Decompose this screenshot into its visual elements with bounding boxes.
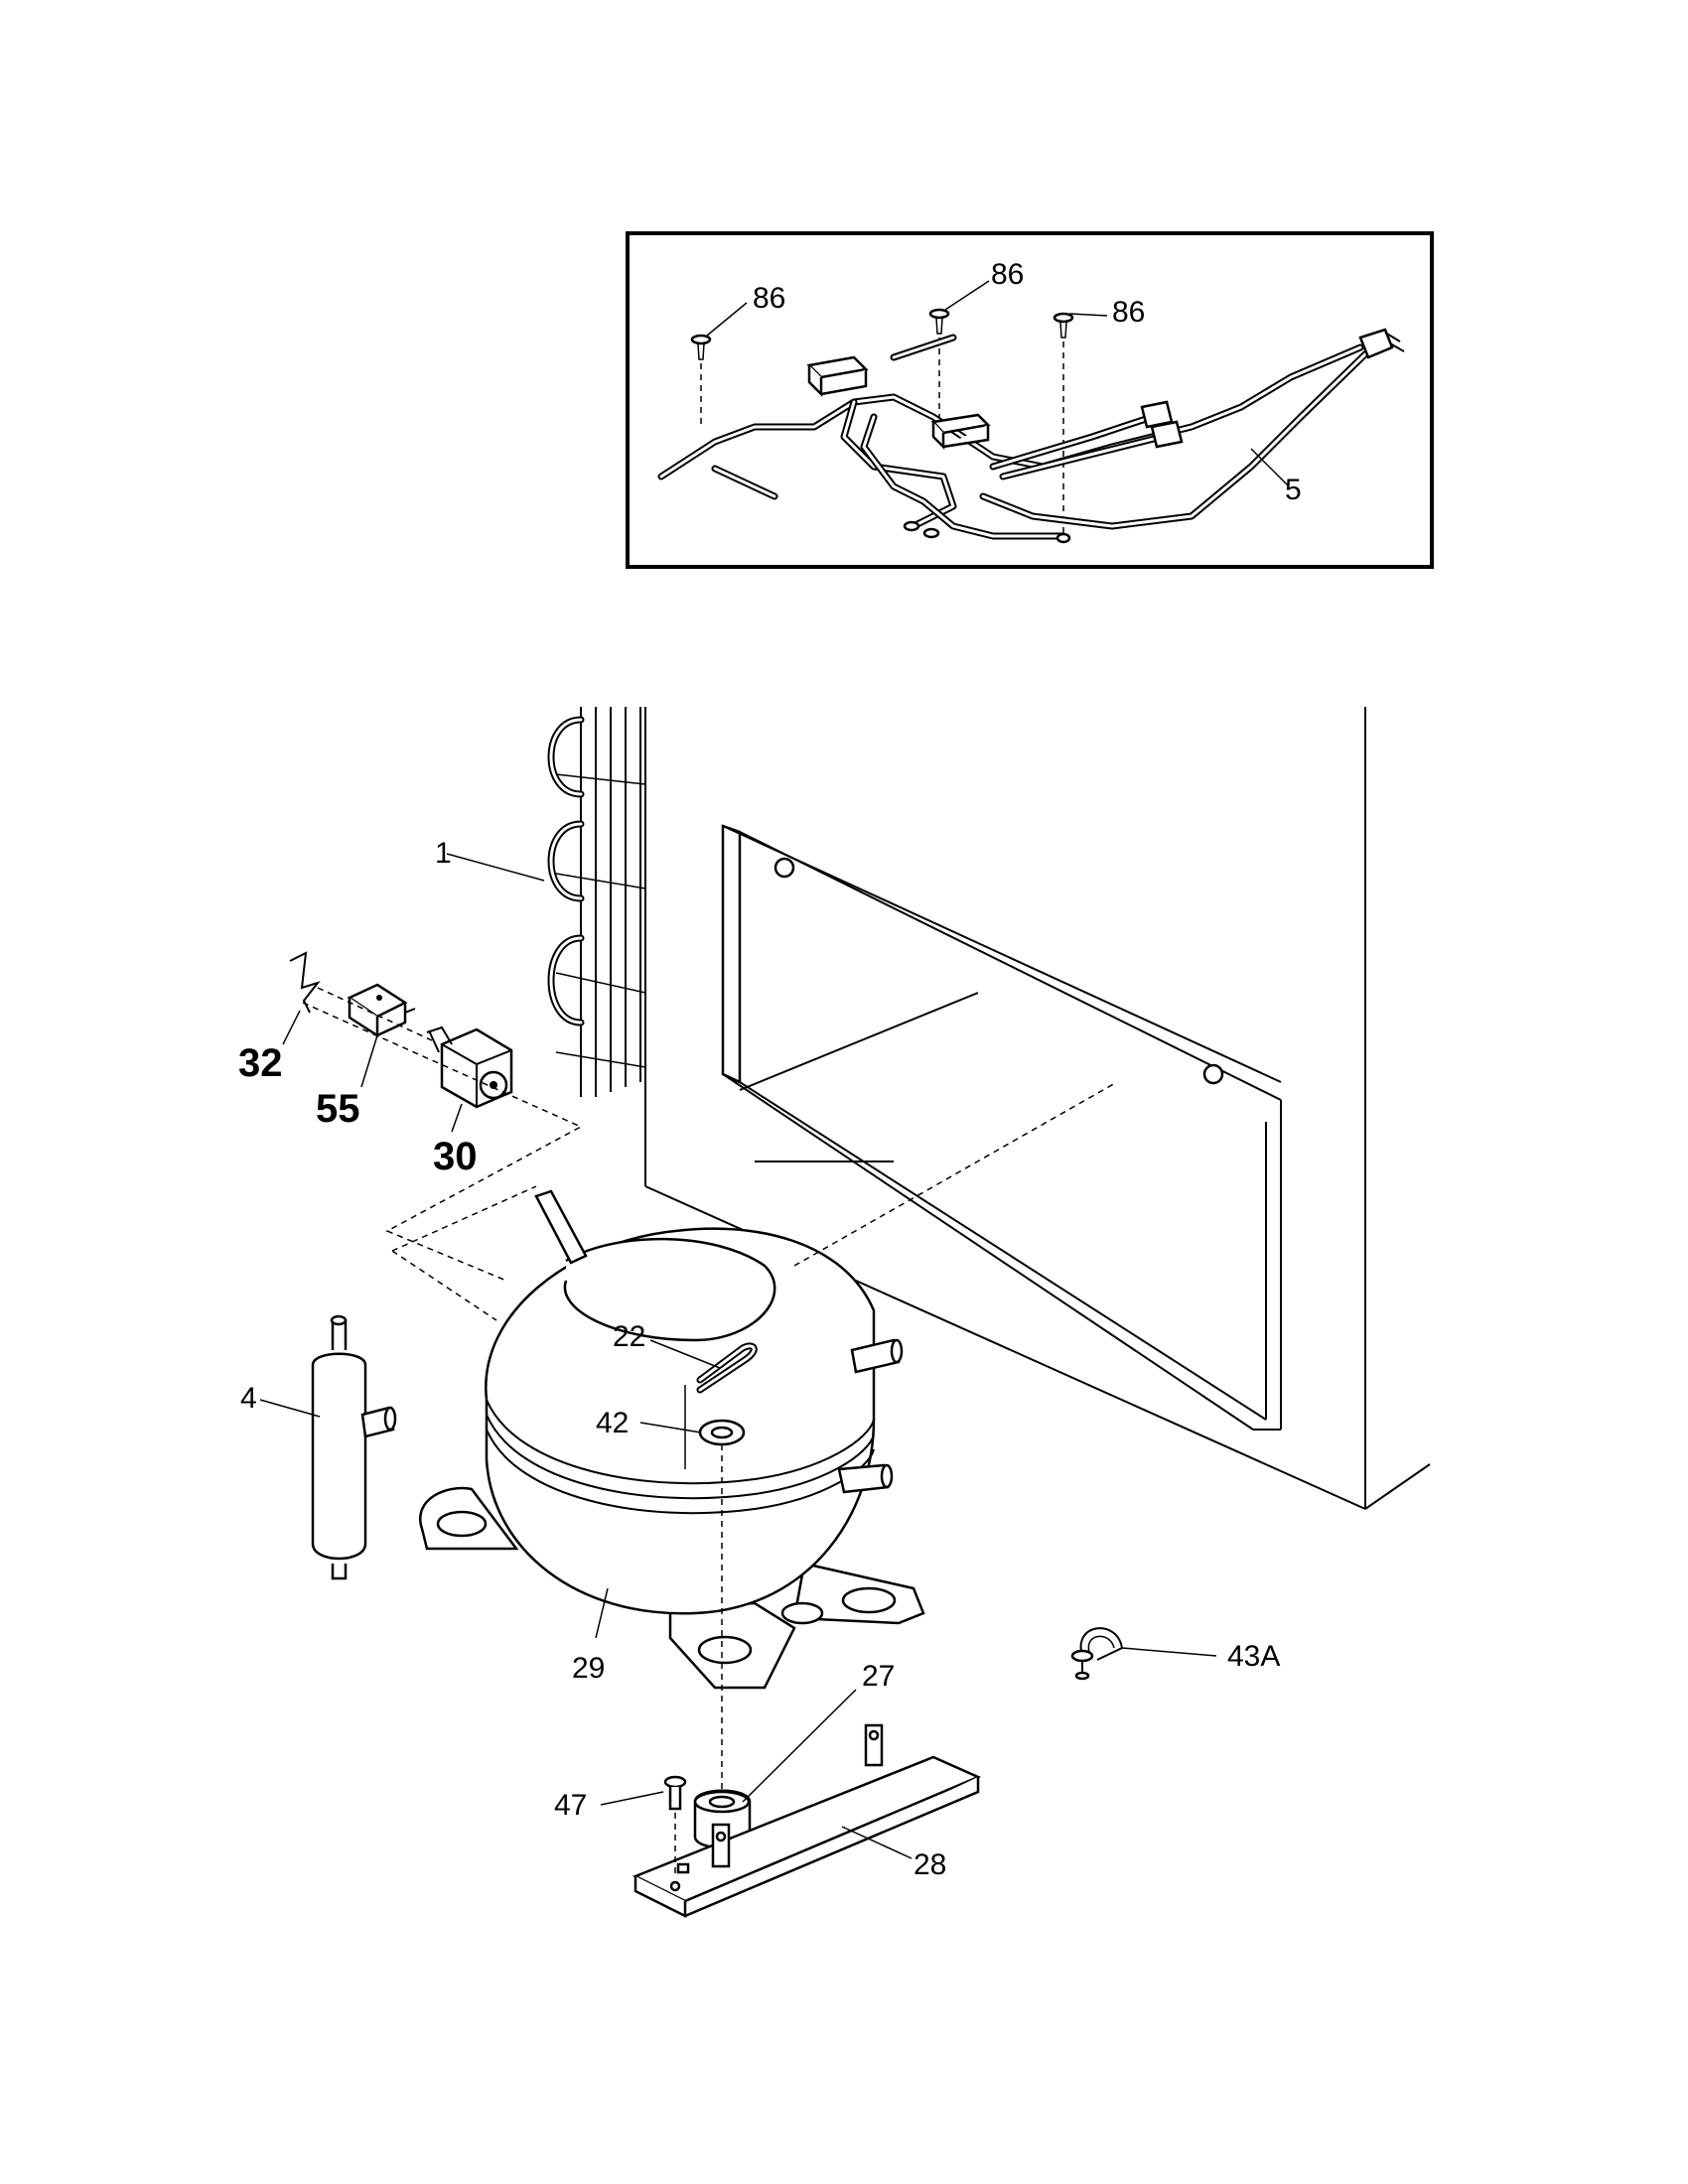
screw-b-callout: 86 [991, 258, 1024, 291]
drier-callout: 4 [240, 1382, 257, 1415]
screw-c-callout: 86 [1112, 296, 1145, 329]
condenser-callout: 1 [435, 837, 452, 870]
grommet-callout: 42 [596, 1407, 629, 1439]
relay-icon [426, 1025, 513, 1109]
clip-icon [289, 951, 321, 1014]
compressor-icon [419, 1189, 925, 1690]
screw-b-icon [928, 308, 950, 437]
clamp-callout: 43A [1227, 1640, 1280, 1673]
mounting-screw-icon [663, 1775, 687, 1876]
tube-callout: 22 [613, 1320, 645, 1353]
filter-drier-icon [311, 1314, 397, 1580]
relay-callout: 30 [433, 1135, 478, 1178]
tube-clamp-icon [1070, 1627, 1124, 1681]
inset-frame [626, 231, 1434, 569]
overload-protector-icon [347, 983, 416, 1038]
mounting-bracket-icon [632, 1723, 982, 1919]
clip-callout: 32 [238, 1041, 283, 1085]
harness-callout: 5 [1285, 474, 1302, 506]
screw-c-icon [1053, 312, 1074, 536]
condenser-coil-icon [547, 707, 646, 1097]
screw-a-icon [690, 334, 712, 427]
screw-a-callout: 86 [753, 282, 785, 315]
wiring-harness-icon [657, 328, 1405, 544]
cabinet-icon [644, 707, 1431, 1510]
bracket-callout: 28 [914, 1848, 946, 1881]
rubber-mount-icon [693, 1789, 752, 1849]
mount-callout: 27 [862, 1660, 895, 1693]
process-tube-icon [696, 1342, 758, 1394]
compressor-callout: 29 [572, 1652, 605, 1685]
wiring-harness-inset: 86 86 86 5 [626, 231, 1434, 569]
screw-d-callout: 47 [554, 1789, 587, 1822]
overload-callout: 55 [316, 1087, 360, 1131]
